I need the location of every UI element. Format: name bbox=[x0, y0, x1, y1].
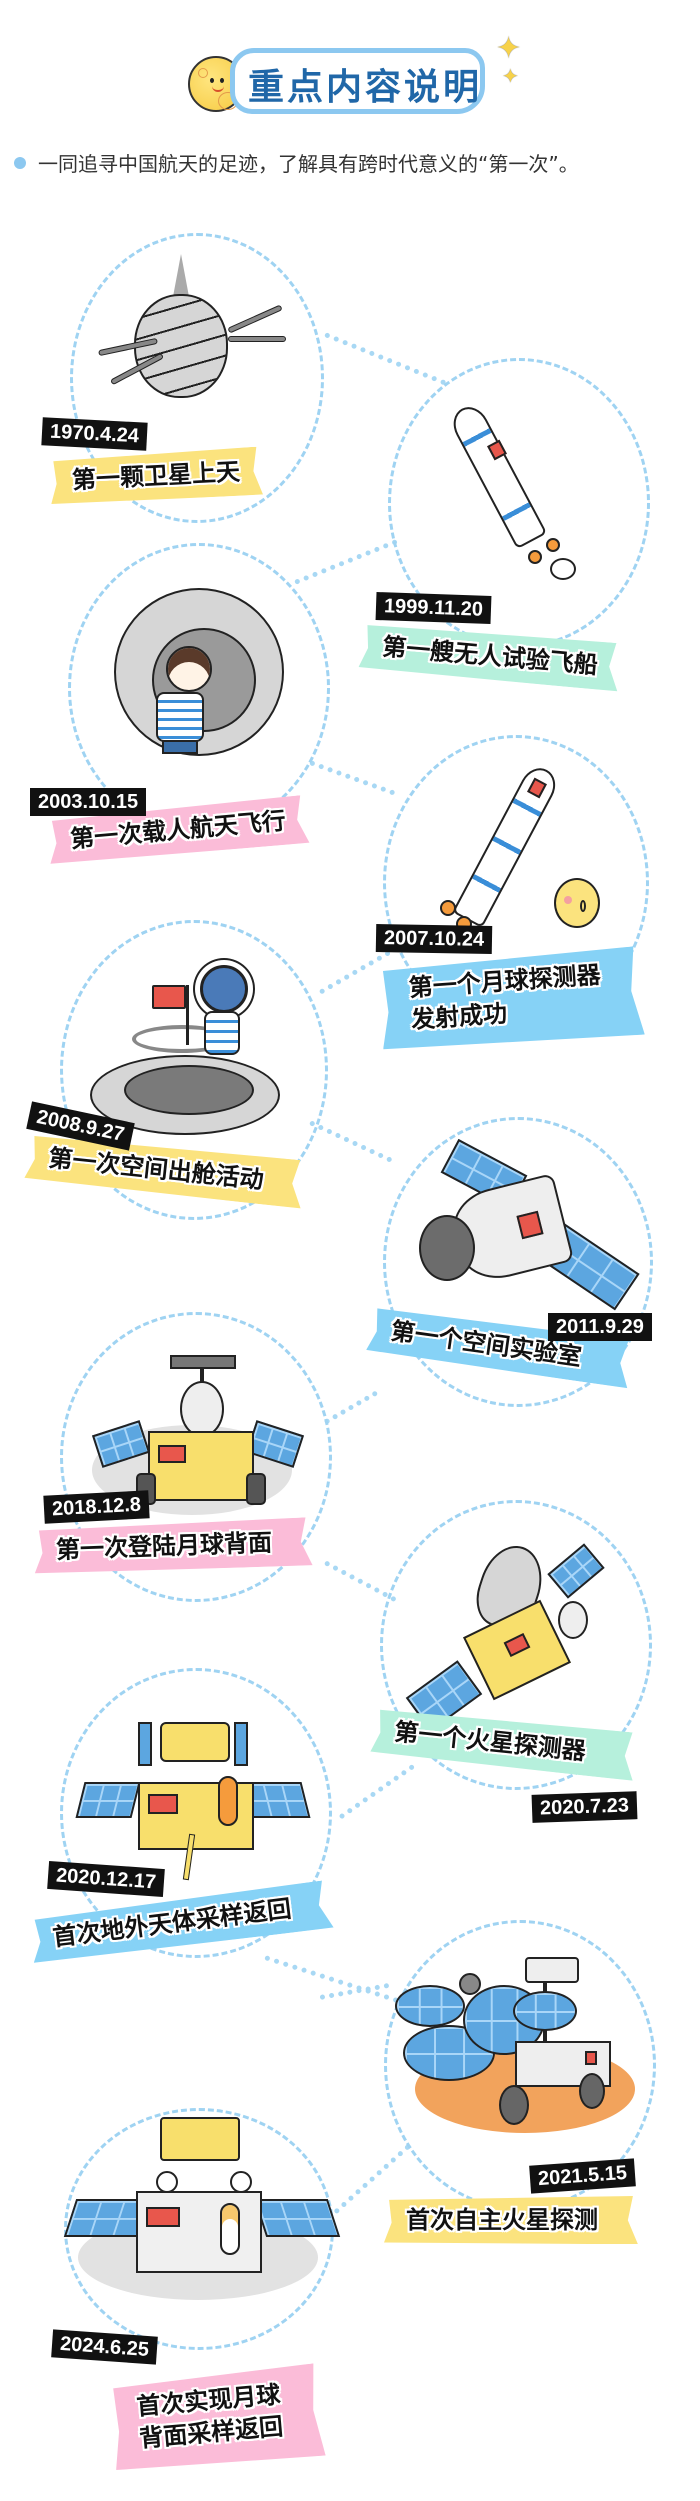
milestone-date: 1970.4.24 bbox=[41, 417, 148, 451]
connector-dots bbox=[323, 1560, 397, 1603]
mars-rover-icon bbox=[395, 1955, 635, 2140]
intro-line: 一同追寻中国航天的足迹，了解具有跨时代意义的“第一次”。 bbox=[14, 148, 694, 177]
rocket-icon bbox=[446, 390, 590, 590]
milestone-date: 1999.11.20 bbox=[375, 592, 492, 624]
milestone-circle bbox=[70, 233, 324, 523]
milestone-date: 2007.10.24 bbox=[375, 923, 493, 955]
connector-dots bbox=[338, 1763, 416, 1820]
astronaut-capsule-icon bbox=[110, 588, 290, 788]
milestone-title: 首次自主火星探测 bbox=[384, 2196, 638, 2245]
milestone-date: 2011.9.29 bbox=[548, 1313, 652, 1341]
milestone-title: 第一次登陆月球背面 bbox=[33, 1517, 313, 1575]
milestone-circle bbox=[60, 1668, 332, 1958]
title-frame bbox=[230, 48, 485, 114]
connector-dots bbox=[309, 760, 396, 796]
lunar-lander-icon bbox=[75, 1722, 318, 1882]
lunar-rocket-icon bbox=[430, 750, 620, 940]
milestone-date: 2003.10.15 bbox=[30, 788, 147, 816]
sparkle-icon: ✦ bbox=[502, 64, 519, 88]
milestone-circle bbox=[380, 1500, 652, 1790]
far-side-lander-icon bbox=[63, 2115, 341, 2300]
milestone-circle bbox=[60, 920, 328, 1220]
mars-probe-icon bbox=[405, 1537, 620, 1745]
milestone-date: 2021.5.15 bbox=[529, 2158, 636, 2194]
milestone-title: 首次实现月球 背面采样返回 bbox=[108, 2363, 325, 2474]
bullet-dot-icon bbox=[14, 156, 26, 169]
connector-dots bbox=[308, 1120, 393, 1163]
section-header: 重点内容说明 ✦ ✦ bbox=[180, 34, 521, 128]
milestone-circle bbox=[383, 1117, 653, 1407]
milestone-date: 2018.12.8 bbox=[43, 1490, 150, 1524]
connector-dots bbox=[323, 1390, 379, 1425]
connector-dots bbox=[324, 332, 447, 386]
milestone-date: 2020.7.23 bbox=[531, 1791, 638, 1823]
connector-dots bbox=[294, 538, 398, 585]
spacewalk-icon bbox=[90, 945, 290, 1145]
intro-text: 一同追寻中国航天的足迹，了解具有跨时代意义的“第一次”。 bbox=[38, 152, 579, 176]
lunar-rover-icon bbox=[91, 1355, 305, 1515]
milestone-circle bbox=[60, 1312, 332, 1602]
satellite-icon bbox=[98, 254, 308, 404]
page-title: 重点内容说明 bbox=[248, 67, 483, 108]
milestone-date: 2024.6.25 bbox=[51, 2329, 158, 2365]
sparkle-icon: ✦ bbox=[496, 31, 522, 66]
space-lab-icon bbox=[415, 1138, 655, 1315]
